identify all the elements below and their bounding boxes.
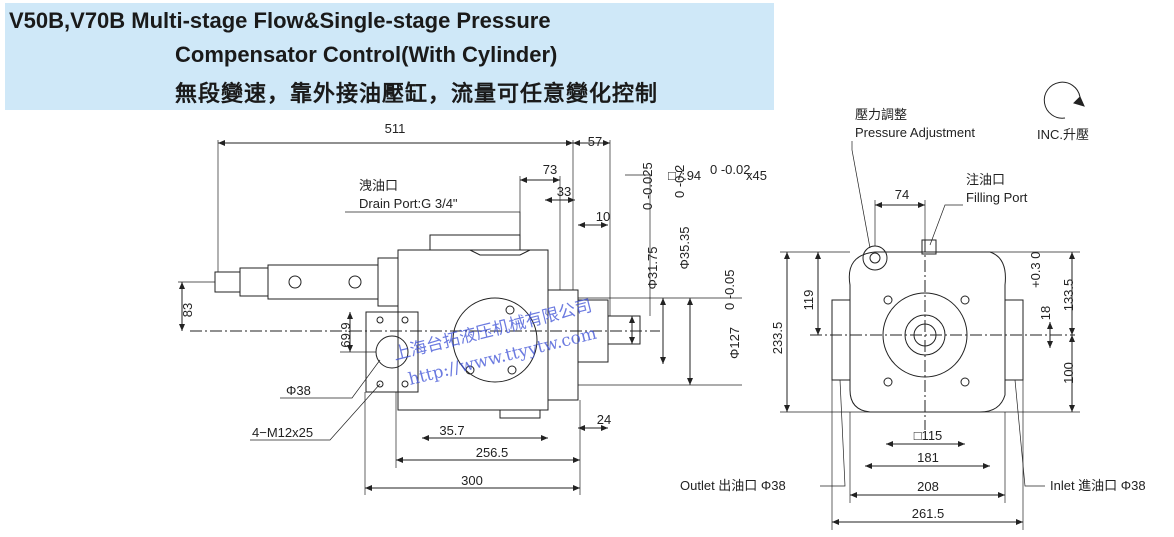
- dim-24: 24: [597, 412, 611, 427]
- cylinder-flange: [377, 257, 399, 307]
- dim-10: 10: [596, 209, 610, 224]
- cylinder-rod: [239, 267, 269, 297]
- title-line-1: V50B,V70B Multi-stage Flow&Single-stage …: [9, 8, 551, 33]
- pump-foot: [499, 409, 541, 419]
- key-leader: [625, 174, 651, 316]
- cylinder-port-2: [348, 275, 362, 289]
- drain-leader: [345, 211, 521, 245]
- dim-300: 300: [461, 473, 483, 488]
- filling-port-cn: 注油口: [966, 172, 1005, 187]
- dim-phi35-35: Φ35.35: [677, 227, 692, 270]
- inc-rotation-arc: [1043, 81, 1081, 119]
- dim-18: 18: [1038, 306, 1053, 320]
- pressure-adjust-en: Pressure Adjustment: [855, 125, 975, 140]
- dim-18-tol: +0.3 0: [1028, 251, 1043, 288]
- dim-261-5: 261.5: [912, 506, 945, 521]
- title-line-3: 無段變速，靠外接油壓缸，流量可任意變化控制: [175, 81, 659, 106]
- cylinder-port-1: [288, 275, 302, 289]
- dim-119: 119: [801, 290, 816, 311]
- filling-port-en: Filling Port: [966, 190, 1028, 205]
- dim-511: 511: [385, 121, 406, 136]
- shaft-key-dim: □7.94: [668, 168, 701, 183]
- drain-port-cn: 洩油口: [359, 178, 398, 193]
- flange-bolt-1: [376, 316, 384, 324]
- bolt-label: 4−M12x25: [252, 425, 313, 440]
- shaft-key-x45: x45: [746, 168, 767, 183]
- dim-35-7: 35.7: [439, 423, 464, 438]
- dim-phi127: Φ127: [727, 327, 742, 359]
- flange-bolt-3: [376, 380, 384, 388]
- front-bolt-3: [883, 377, 893, 387]
- pump-top-boss: [429, 234, 521, 250]
- dim-phi38: Φ38: [286, 383, 311, 398]
- front-view: [780, 81, 1085, 530]
- front-bolt-2: [960, 295, 970, 305]
- pump-housing-front: [848, 251, 1006, 413]
- dim-57: 57: [588, 134, 602, 149]
- outlet-flange-front: [831, 299, 851, 381]
- front-bolt-1: [883, 295, 893, 305]
- dim-256-5: 256.5: [476, 445, 509, 460]
- filling-port-leader: [929, 204, 963, 246]
- dim-33: 33: [557, 184, 571, 199]
- pressure-adjust-leader: [851, 141, 871, 249]
- dim-208: 208: [917, 479, 939, 494]
- dim-phi35-35-tol: 0 -0.2: [672, 165, 687, 198]
- side-port-circle: [452, 297, 538, 383]
- dim-74: 74: [895, 187, 909, 202]
- dim-69-9: 69.9: [338, 322, 353, 347]
- flange-bolt-4: [401, 380, 409, 388]
- outlet-leader: [820, 379, 846, 487]
- dim-73: 73: [543, 162, 557, 177]
- inlet-leader: [1014, 379, 1045, 487]
- cylinder-rod-end: [214, 271, 241, 293]
- pressure-adjust-knob: [862, 245, 888, 271]
- bolt-hole-1: [505, 305, 515, 315]
- title-line-2: Compensator Control(With Cylinder): [175, 42, 558, 67]
- pressure-adjust-cn: 壓力調整: [855, 107, 907, 122]
- pump-shaft: [607, 315, 641, 345]
- dim-83: 83: [180, 303, 195, 317]
- phi38-leader: [280, 359, 381, 399]
- dim-133-5: 133.5: [1061, 279, 1076, 312]
- side-view: [178, 140, 742, 495]
- dim-115: □115: [914, 428, 943, 443]
- front-bolt-4: [960, 377, 970, 387]
- inc-label: INC.升壓: [1037, 127, 1089, 142]
- flange-bolt-2: [401, 316, 409, 324]
- dim-233-5: 233.5: [770, 322, 785, 355]
- shaft-key-tol: 0 -0.02: [710, 162, 750, 177]
- dim-100: 100: [1061, 362, 1076, 384]
- bolt-leader: [250, 383, 381, 441]
- dim-181: 181: [917, 450, 939, 465]
- dim-phi31-75-tol: 0 -0.025: [640, 162, 655, 210]
- title-banner: [5, 3, 774, 110]
- dim-phi31-75: Φ31.75: [645, 247, 660, 290]
- dim-phi127-tol: 0 -0.05: [722, 270, 737, 310]
- inlet-label: Inlet 進油口 Φ38: [1050, 478, 1146, 493]
- bolt-hole-2: [507, 365, 517, 375]
- pressure-adjust-center: [869, 252, 881, 264]
- inlet-flange-front: [1004, 299, 1024, 381]
- outlet-label: Outlet 出油口 Φ38: [680, 478, 786, 493]
- bolt-hole-3: [465, 365, 475, 375]
- drain-port-fitting: [469, 249, 531, 256]
- drain-port-en: Drain Port:G 3/4": [359, 196, 458, 211]
- filling-port-front: [921, 239, 937, 255]
- inc-rotation-arrowhead: [1073, 96, 1085, 107]
